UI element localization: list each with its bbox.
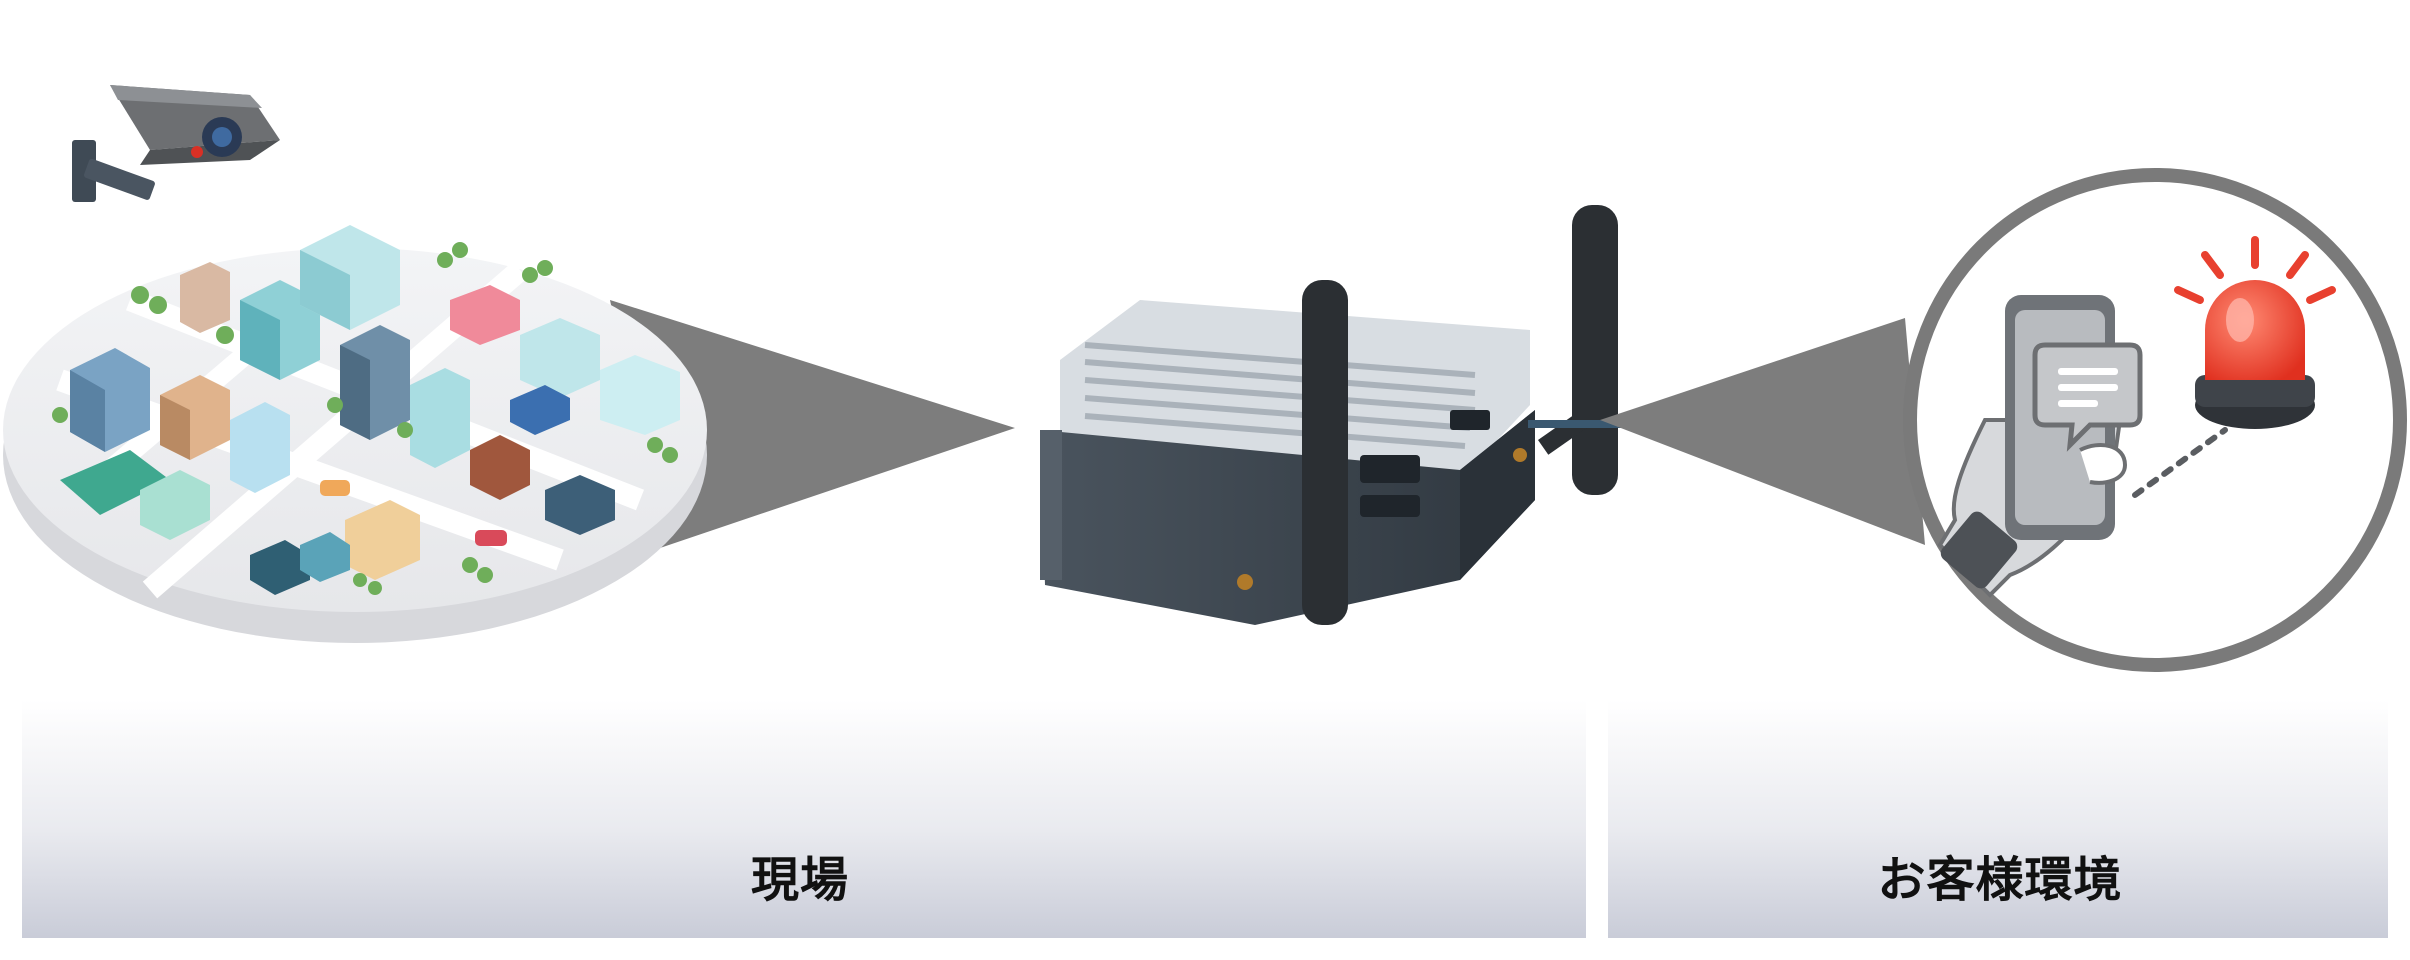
chat-bubble-icon [2032,342,2143,452]
site-label: 現場 [750,852,849,908]
edge-gateway-device [1040,205,1678,625]
security-camera-icon [72,85,280,202]
alarm-beacon-icon [2174,236,2336,429]
smartphone-notification-icon [1937,295,2143,598]
site-panel [22,700,1586,938]
customer-panel [1608,700,2388,938]
city-illustration [3,225,707,643]
projection-cone-left [610,300,1015,548]
phone-alarm-link [2132,427,2228,498]
customer-environment-label: お客様環境 [1877,852,2123,908]
projection-cone-right [1600,318,1925,545]
